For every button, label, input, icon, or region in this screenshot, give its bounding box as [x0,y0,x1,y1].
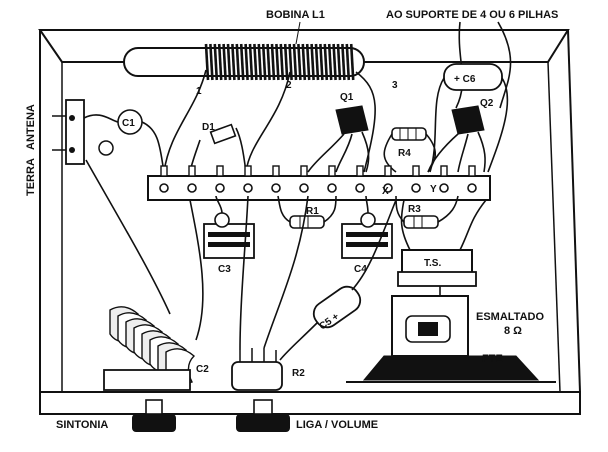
c1-label: C1 [122,118,135,129]
ohm-label: 8 Ω [504,325,522,337]
diode-d1 [189,123,247,173]
terminal-lug [327,183,337,193]
chassis-box [38,29,581,415]
coil-wire-2 [245,71,291,173]
variable-capacitor-c2 [103,306,196,391]
esmaltado-label: ESMALTADO [476,311,544,323]
speaker-fte [346,286,556,383]
terminal-lug [383,183,393,193]
resistor-r4 [383,127,437,173]
terminal-lugs [159,165,477,193]
terminal-lug [439,183,449,193]
battery-label: AO SUPORTE DE 4 OU 6 PILHAS [386,9,558,21]
bobina-label: BOBINA L1 [266,9,325,21]
terminal-lug [355,183,365,193]
terminal-lug [299,183,309,193]
transformer-ts [397,199,487,287]
c2-wire [189,199,204,341]
r4-label: R4 [398,148,411,159]
sintonia-label: SINTONIA [56,419,108,431]
q2-label: Q2 [480,98,494,109]
transistor-q2 [427,105,486,173]
ground-label: TERRA [25,158,37,196]
c6-label: + C6 [454,74,476,85]
r3-label: R3 [408,204,421,215]
capacitor-c6 [429,63,509,173]
coil-tap-2: 2 [286,80,292,91]
terminal-lug [187,183,197,193]
terminal-lug [411,183,421,193]
potentiometer-r2 [231,195,309,391]
antenna-label: ANTENA [25,104,37,150]
c2-label: C2 [196,364,209,375]
node-y-label: Y [430,184,437,195]
d1-label: D1 [202,122,215,133]
coil-wire-1 [163,69,207,173]
terminal-lug [243,183,253,193]
ts-label: T.S. [424,258,441,269]
terminal-lug [467,183,477,193]
terminal-lug [215,183,225,193]
volume-knob[interactable] [236,399,290,432]
r1-label: R1 [306,206,319,217]
fte-label: FTE [482,353,503,365]
terminal-lug [271,183,281,193]
c4-label: C4 [354,264,367,275]
liga-volume-label: LIGA / VOLUME [296,419,378,431]
r2-label: R2 [292,368,305,379]
battery-wire-2 [497,21,512,109]
c3-label: C3 [218,264,231,275]
node-x-label: X [382,186,389,197]
tuning-knob[interactable] [132,399,176,432]
resistor-r1 [277,195,337,229]
coil-l1 [204,43,355,81]
ground-wire [85,159,171,315]
terminal-lug [159,183,169,193]
coil-tap-3: 3 [392,80,398,91]
capacitor-c5 [279,199,397,361]
antenna-terminal[interactable] [52,99,114,165]
transistor-q1 [307,105,370,173]
terminal-strip [147,175,491,201]
q1-label: Q1 [340,92,354,103]
